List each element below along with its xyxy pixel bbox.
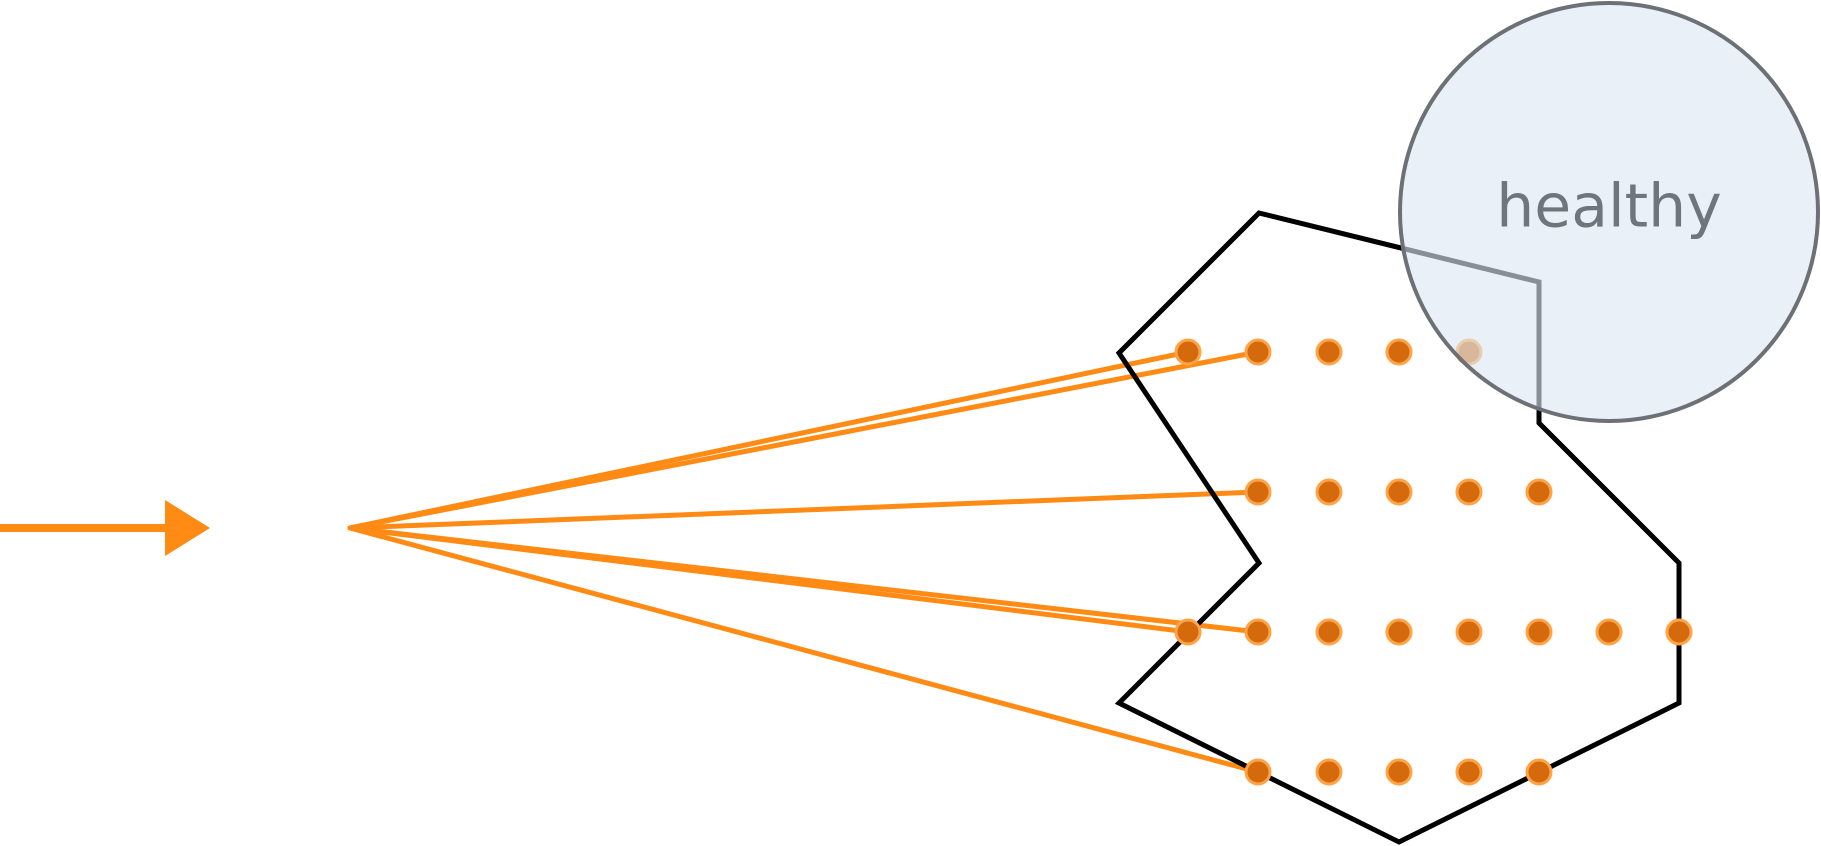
healthy-zone: healthy [1398, 1, 1820, 423]
incoming-arrow-head [165, 500, 210, 556]
beam-line [347, 525, 1261, 635]
target-dot [1174, 338, 1202, 366]
target-dot [1315, 618, 1343, 646]
target-dot [1665, 618, 1693, 646]
target-dot [1244, 478, 1272, 506]
target-dot [1385, 338, 1413, 366]
target-dot [1315, 758, 1343, 786]
target-dot [1525, 618, 1553, 646]
healthy-zone-circle [1398, 1, 1820, 423]
target-dot [1385, 618, 1413, 646]
target-dot [1244, 758, 1272, 786]
target-dots [1174, 338, 1693, 786]
target-dot [1595, 618, 1623, 646]
target-dot [1244, 618, 1272, 646]
target-dot [1455, 618, 1483, 646]
target-dot [1315, 338, 1343, 366]
target-dot [1525, 478, 1553, 506]
beam-lines [347, 349, 1261, 775]
target-dot [1244, 338, 1272, 366]
target-dot [1385, 758, 1413, 786]
target-dot [1525, 758, 1553, 786]
incoming-arrow [0, 500, 210, 556]
target-dot [1315, 478, 1343, 506]
beam-line [347, 489, 1261, 531]
target-dot [1385, 478, 1413, 506]
beam-line [347, 525, 1261, 775]
target-dot [1455, 478, 1483, 506]
beam-line [347, 349, 1261, 531]
target-dot [1174, 618, 1202, 646]
target-dot [1455, 758, 1483, 786]
healthy-zone-label: healthy [1496, 172, 1721, 242]
